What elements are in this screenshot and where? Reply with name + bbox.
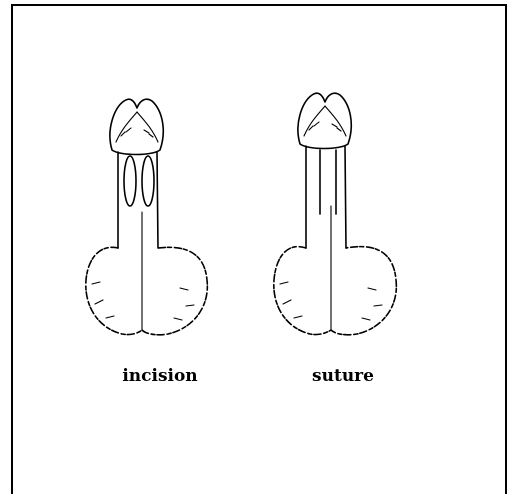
suture-illustration bbox=[274, 93, 397, 335]
figure-drawings bbox=[0, 0, 521, 481]
incision-caption: incision bbox=[100, 366, 220, 386]
incision-illustration bbox=[86, 99, 208, 335]
incision-mark-right bbox=[142, 156, 154, 206]
incision-mark-left bbox=[124, 156, 136, 206]
suture-caption: suture bbox=[283, 366, 403, 386]
